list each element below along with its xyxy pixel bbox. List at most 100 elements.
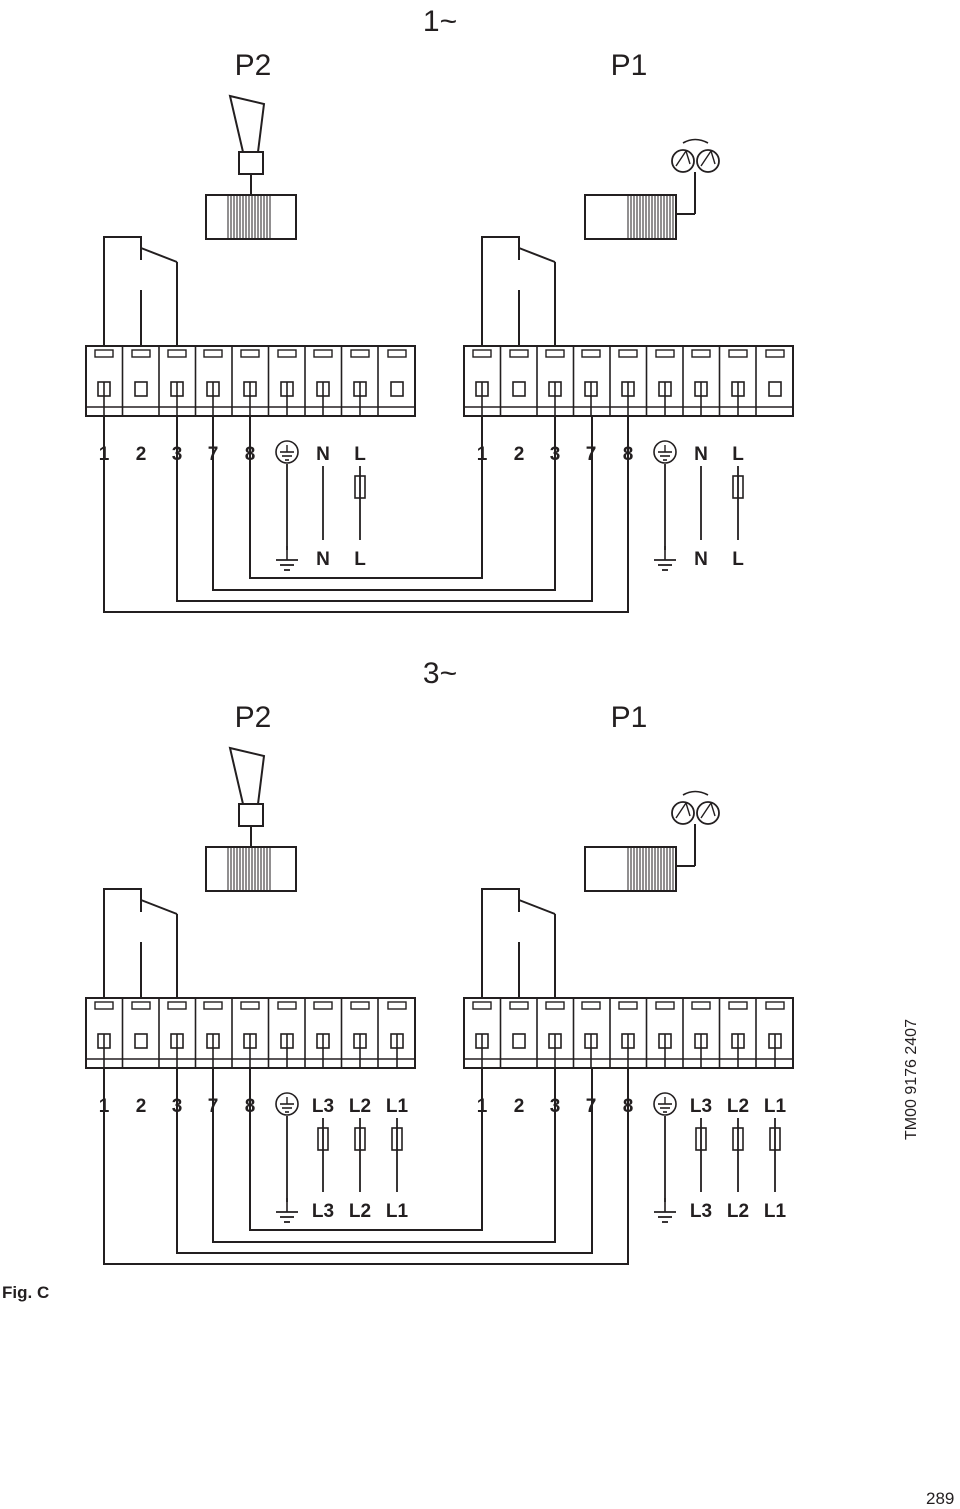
- fuse-icon: [354, 1127, 366, 1151]
- terminal-tab: [131, 349, 151, 358]
- phase-label: 3~: [423, 657, 457, 690]
- fuse-icon: [695, 1127, 707, 1151]
- coil-box: [205, 194, 297, 240]
- figure-label: Fig. C: [2, 1283, 50, 1302]
- supply-label: L3: [312, 1201, 334, 1222]
- twin-pump-icon: [671, 790, 720, 867]
- terminal-label: 2: [514, 1096, 525, 1117]
- terminal-label: L2: [349, 1096, 371, 1117]
- supply-label: L2: [349, 1201, 371, 1222]
- fuse-icon: [732, 1127, 744, 1151]
- earth-circle: [653, 440, 677, 464]
- supply-label: N: [316, 549, 330, 570]
- fuse-icon: [769, 1127, 781, 1151]
- earth-circle: [653, 1092, 677, 1116]
- ground-symbol-icon: [654, 1198, 676, 1223]
- terminal-label: N: [316, 444, 330, 465]
- pump-vane: [710, 802, 716, 817]
- wire-8-to-1: [249, 1068, 483, 1231]
- contact-switch: [140, 247, 178, 263]
- fuse-icon: [354, 475, 366, 499]
- terminal-tab: [203, 1001, 223, 1010]
- alarm-horn-icon: [228, 746, 266, 848]
- terminal-tab: [350, 1001, 370, 1010]
- fuse-icon: [732, 475, 744, 499]
- terminal-tab: [387, 349, 407, 358]
- horn-base: [238, 151, 264, 175]
- wire-3-to-7: [176, 416, 593, 602]
- pump-vane: [675, 150, 687, 167]
- pump-arc: [682, 138, 709, 144]
- relay-coil-icon: [205, 194, 297, 240]
- coil-box: [205, 846, 297, 892]
- wire-7-to-3: [212, 1068, 556, 1243]
- contact-common: [481, 888, 520, 998]
- terminal-tab: [728, 1001, 748, 1010]
- terminal-label: 2: [136, 444, 147, 465]
- terminal-tab: [691, 1001, 711, 1010]
- terminal-tab: [545, 1001, 565, 1010]
- pump-vane: [685, 802, 691, 817]
- terminal-tab: [472, 1001, 492, 1010]
- earth-terminal-icon: [653, 440, 677, 464]
- contact-switch: [140, 899, 178, 915]
- terminal-screw: [512, 1033, 526, 1049]
- horn-body: [228, 94, 266, 153]
- terminal-tab: [240, 349, 260, 358]
- phase-label: 1~: [423, 5, 457, 38]
- contact-common: [103, 236, 142, 346]
- pump-circle: [671, 149, 695, 173]
- page-number: 289: [926, 1489, 955, 1508]
- pump-p2-label: P2: [235, 701, 272, 734]
- terminal-label: L: [354, 444, 366, 465]
- fuse-icon: [317, 1127, 329, 1151]
- terminal-tab: [472, 349, 492, 358]
- wire-1-to-8: [103, 416, 629, 613]
- earth-circle: [275, 440, 299, 464]
- pump-arc: [682, 790, 709, 796]
- terminal-label: L3: [312, 1096, 334, 1117]
- relay-coil-icon: [205, 846, 297, 892]
- pump-vane: [710, 150, 716, 165]
- interconnection-wires: [103, 416, 629, 613]
- terminal-label: N: [694, 444, 708, 465]
- pump-p1-label: P1: [611, 701, 648, 734]
- pump-vane: [700, 802, 712, 819]
- terminal-tab: [728, 349, 748, 358]
- terminal-label: 2: [514, 444, 525, 465]
- contact-common: [103, 888, 142, 998]
- terminal-tab: [131, 1001, 151, 1010]
- terminal-tab: [581, 349, 601, 358]
- twin-pump-icon: [671, 138, 720, 215]
- relay-contact-icon: [481, 888, 556, 998]
- terminal-screw: [390, 381, 404, 397]
- terminal-tab: [350, 349, 370, 358]
- pump-circle: [696, 149, 720, 173]
- pump-vane: [685, 150, 691, 165]
- terminal-label: L3: [690, 1096, 712, 1117]
- pump-p1-label: P1: [611, 49, 648, 82]
- terminal-screw: [768, 381, 782, 397]
- relay-coil-icon: [584, 194, 677, 240]
- supply-label: L: [732, 549, 744, 570]
- earth-circle: [275, 1092, 299, 1116]
- terminal-tab: [240, 1001, 260, 1010]
- terminal-label: L1: [764, 1096, 787, 1117]
- alarm-horn-icon: [228, 94, 266, 196]
- terminal-label: 2: [136, 1096, 147, 1117]
- relay-coil-icon: [584, 846, 677, 892]
- contact-switch: [518, 247, 556, 263]
- pump-vane: [675, 802, 687, 819]
- terminal-tab: [277, 349, 297, 358]
- pump-vane: [700, 150, 712, 167]
- terminal-tab: [277, 1001, 297, 1010]
- pump-p2-label: P2: [235, 49, 272, 82]
- terminal-tab: [509, 1001, 529, 1010]
- wire-8-to-1: [249, 416, 483, 579]
- supply-label: L1: [386, 1201, 409, 1222]
- document-code: TM00 9176 2407: [903, 1019, 920, 1140]
- horn-body: [228, 746, 266, 805]
- terminal-tab: [765, 1001, 785, 1010]
